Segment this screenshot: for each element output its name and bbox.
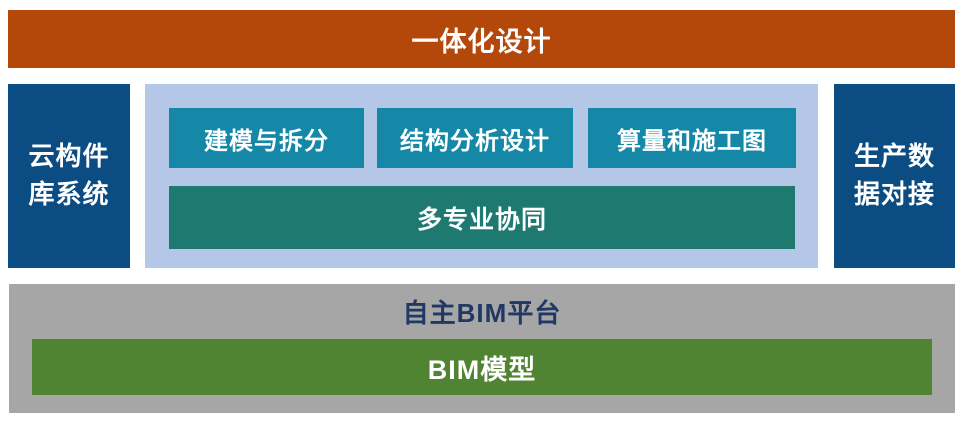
module-multidiscipline-collaboration: 多专业协同 [169,186,795,249]
top-banner-integrated-design: 一体化设计 [8,10,955,68]
bottom-panel-bim-platform: 自主BIM平台 BIM模型 [9,284,955,413]
left-pillar-label-line2: 库系统 [28,179,110,209]
right-pillar-production-data-connection: 生产数 据对接 [834,84,955,268]
right-pillar-label-line1: 生产数 [853,141,935,172]
module-structural-analysis-design: 结构分析设计 [377,108,573,168]
module-quantity-construction-drawings: 算量和施工图 [588,108,796,168]
center-panel-design-modules: 建模与拆分 结构分析设计 算量和施工图 多专业协同 [145,84,818,268]
bim-platform-title: 自主BIM平台 [402,298,562,328]
left-pillar-label-line1: 云构件 [28,141,110,172]
left-pillar-cloud-component-library: 云构件 库系统 [8,84,130,268]
module-modeling-splitting: 建模与拆分 [169,108,364,168]
right-pillar-label-line2: 据对接 [853,179,935,209]
bim-model-bar: BIM模型 [32,339,932,395]
